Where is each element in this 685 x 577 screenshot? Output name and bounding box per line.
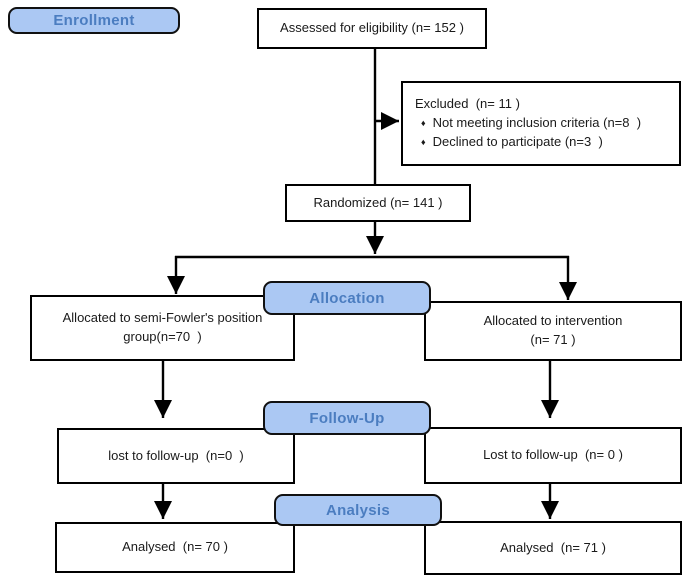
analysed-left-box: Analysed (n= 70 ) (55, 522, 295, 573)
analysed-left-text: Analysed (n= 70 ) (122, 539, 228, 555)
excluded-title: Excluded (n= 11 ) (415, 96, 520, 112)
assessed-text: Assessed for eligibility (n= 152 ) (280, 20, 464, 36)
diamond-bullet-icon: ♦ (421, 118, 426, 129)
allocation-right-line1: Allocated to intervention (483, 313, 623, 329)
assessed-box: Assessed for eligibility (n= 152 ) (257, 8, 487, 49)
allocation-right-box: Allocated to intervention (n= 71 ) (424, 301, 682, 361)
followup-right-box: Lost to follow-up (n= 0 ) (424, 427, 682, 484)
allocation-right-line2: (n= 71 ) (530, 332, 576, 347)
followup-right-text: Lost to follow-up (n= 0 ) (483, 447, 623, 463)
excluded-item-2: ♦ Declined to participate (n=3 ) (415, 133, 603, 152)
stage-badge-followup: Follow-Up (263, 401, 431, 435)
diamond-bullet-icon: ♦ (421, 136, 426, 147)
stage-badge-analysis: Analysis (274, 494, 442, 526)
excluded-item-2-text: Declined to participate (n=3 ) (432, 133, 603, 149)
randomized-text: Randomized (n= 141 ) (313, 194, 443, 210)
allocation-left-line1: Allocated to semi-Fowler's position (62, 310, 263, 326)
followup-left-text: lost to follow-up (n=0 ) (108, 447, 244, 463)
analysed-right-text: Analysed (n= 71 ) (500, 539, 606, 555)
stage-badge-enrollment: Enrollment (8, 7, 180, 34)
allocation-left-box: Allocated to semi-Fowler's position grou… (30, 295, 295, 361)
excluded-item-1: ♦ Not meeting inclusion criteria (n=8 ) (415, 114, 641, 133)
followup-left-box: lost to follow-up (n=0 ) (57, 428, 295, 484)
allocation-left-line2: group(n=70 ) (123, 329, 202, 344)
stage-badge-allocation: Allocation (263, 281, 431, 315)
excluded-item-1-text: Not meeting inclusion criteria (n=8 ) (432, 115, 642, 131)
analysed-right-box: Analysed (n= 71 ) (424, 521, 682, 575)
randomized-box: Randomized (n= 141 ) (285, 184, 471, 222)
excluded-box: Excluded (n= 11 ) ♦ Not meeting inclusio… (401, 81, 681, 166)
